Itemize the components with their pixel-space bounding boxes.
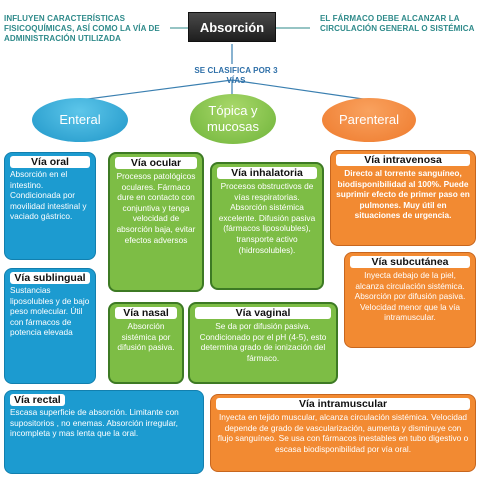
card-vaginal: Vía vaginal Se da por difusión pasiva. C… <box>188 302 338 384</box>
category-topica: Tópica y mucosas <box>190 94 276 144</box>
card-intramuscular: Vía intramuscular Inyecta en tejido musc… <box>210 394 476 472</box>
card-intravenosa-title: Vía intravenosa <box>336 154 470 166</box>
card-subcutanea: Vía subcutánea Inyecta debajo de la piel… <box>344 252 476 348</box>
card-ocular-title: Vía ocular <box>115 157 197 169</box>
card-subcutanea-title: Vía subcutánea <box>350 256 470 268</box>
card-intramuscular-title: Vía intramuscular <box>216 398 470 410</box>
card-inhalatoria: Vía inhalatoria Procesos obstructivos de… <box>210 162 324 290</box>
card-sublingual-title: Vía sublingual <box>10 272 90 284</box>
card-ocular: Vía ocular Procesos patológicos oculares… <box>108 152 204 292</box>
note-left: INFLUYEN CARACTERÍSTICAS FISICOQUÍMICAS,… <box>4 14 160 43</box>
card-inhalatoria-text: Procesos obstructivos de vías respirator… <box>218 181 316 255</box>
note-right: EL FÁRMACO DEBE ALCANZAR LA CIRCULACIÓN … <box>320 14 475 33</box>
card-nasal-text: Absorción sistémica por difusión pasiva. <box>117 321 175 353</box>
card-nasal: Vía nasal Absorción sistémica por difusi… <box>108 302 184 384</box>
card-inhalatoria-title: Vía inhalatoria <box>217 167 317 179</box>
card-nasal-title: Vía nasal <box>115 307 177 319</box>
category-parenteral: Parenteral <box>322 98 416 142</box>
card-oral: Vía oral Absorción en el intestino. Cond… <box>4 152 96 260</box>
card-vaginal-text: Se da por difusión pasiva. Condicionado … <box>199 321 327 363</box>
card-subcutanea-text: Inyecta debajo de la piel, alcanza circu… <box>354 270 466 323</box>
card-intravenosa-text: Directo al torrente sanguíneo, biodispon… <box>336 168 470 221</box>
card-rectal-title: Vía rectal <box>10 394 65 406</box>
card-ocular-text: Procesos patológicos oculares. Fármaco d… <box>116 171 196 245</box>
card-vaginal-title: Vía vaginal <box>195 307 331 319</box>
card-sublingual-text: Sustancias liposolubles y de bajo peso m… <box>10 285 90 338</box>
card-oral-text: Absorción en el intestino. Condicionada … <box>10 169 87 222</box>
category-enteral: Enteral <box>32 98 128 142</box>
card-sublingual: Vía sublingual Sustancias liposolubles y… <box>4 268 96 384</box>
card-rectal-text: Escasa superficie de absorción. Limitant… <box>10 407 179 439</box>
card-rectal: Vía rectal Escasa superficie de absorció… <box>4 390 204 474</box>
page-title: Absorción <box>188 12 276 42</box>
card-intravenosa: Vía intravenosa Directo al torrente sang… <box>330 150 476 246</box>
classification-label: SE CLASIFICA POR 3 VÍAS <box>194 66 278 85</box>
card-oral-title: Vía oral <box>10 156 90 168</box>
card-intramuscular-text: Inyecta en tejido muscular, alcanza circ… <box>217 412 469 454</box>
